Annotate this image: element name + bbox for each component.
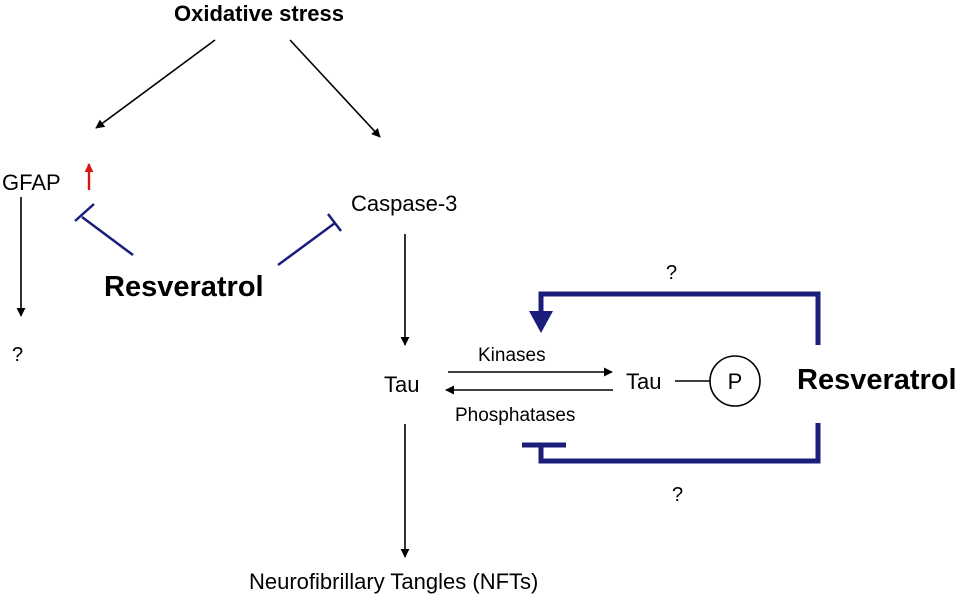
oxidative-to-caspase3-arrow [289,39,381,138]
resveratrol-left-label: Resveratrol [104,271,264,303]
oxidative-to-gfap-arrow [95,39,216,129]
resveratrol-inhibits-caspase3-line [277,221,336,267]
gfap-unknown-label: ? [12,344,23,366]
kinases-label: Kinases [478,345,546,366]
tau-phospho-label: Tau [626,369,661,394]
resveratrol-kinases-arrow-icon [529,311,553,333]
tau-label: Tau [384,372,419,397]
oxidative-stress-label: Oxidative stress [174,1,344,26]
gfap-inhibition-bar [74,203,95,222]
caspase3-label: Caspase-3 [351,191,457,216]
gfap-label: GFAP [2,170,61,195]
resveratrol-phosphatases-feedback-line [538,423,821,464]
nfts-label: Neurofibrillary Tangles (NFTs) [249,569,538,594]
resveratrol-kinases-feedback-line [538,291,821,345]
bottom-feedback-unknown-label: ? [672,484,683,506]
caspase3-inhibition-bar [327,213,342,232]
resveratrol-right-label: Resveratrol [797,364,957,396]
phosphatases-label: Phosphatases [455,405,575,426]
resveratrol-inhibits-gfap-line [81,215,134,257]
phosphate-label: P [728,369,743,394]
phosphate-circle [709,355,761,407]
top-feedback-unknown-label: ? [666,262,677,284]
